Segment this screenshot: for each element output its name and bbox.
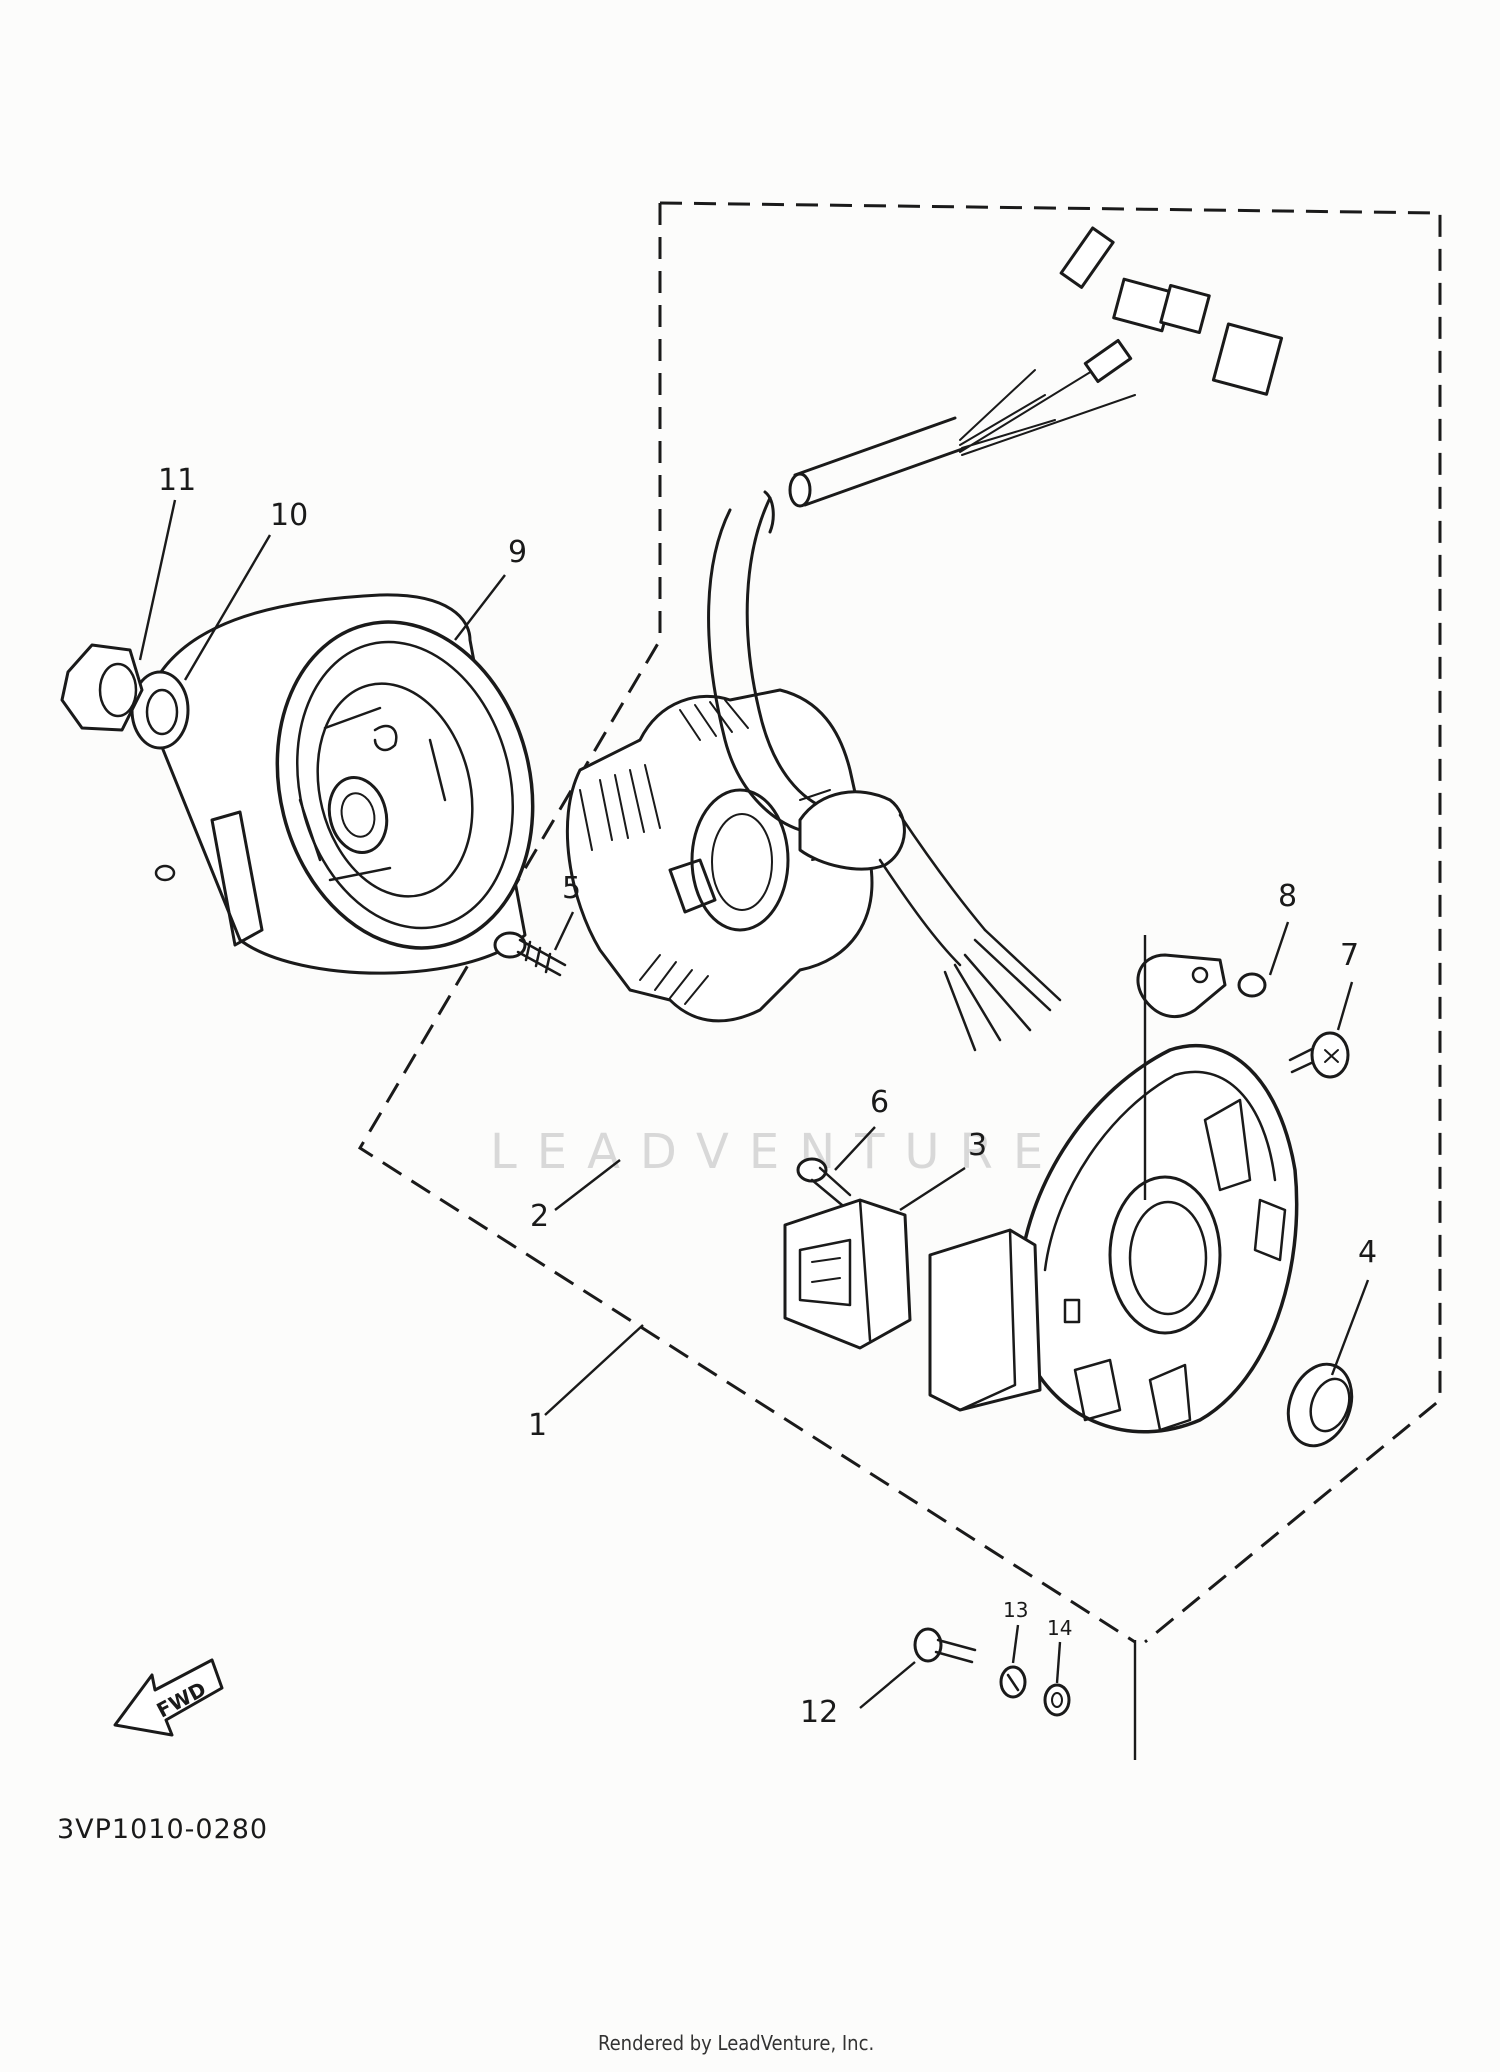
callout-3: 3 [968, 1128, 987, 1163]
wire-clamp [1136, 935, 1227, 1200]
screw-6 [796, 1157, 852, 1207]
callout-2: 2 [530, 1199, 549, 1234]
screw-7 [1288, 1031, 1350, 1079]
washer-8 [1237, 972, 1267, 998]
wire-harness [707, 226, 1284, 1052]
screw-12 [913, 1627, 977, 1664]
oil-seal [1286, 1362, 1354, 1448]
leader-lines [138, 499, 1370, 1709]
callout-14: 14 [1047, 1616, 1072, 1640]
callout-10: 10 [270, 498, 308, 533]
callout-13: 13 [1003, 1598, 1028, 1622]
callout-6: 6 [870, 1085, 889, 1120]
callout-11: 11 [158, 463, 196, 498]
callout-5: 5 [562, 871, 581, 906]
flywheel-rotor [143, 593, 535, 975]
pickup-coil [783, 1198, 912, 1350]
callout-4: 4 [1358, 1235, 1377, 1270]
callout-labels: 1 2 3 4 5 6 7 8 9 10 11 12 13 14 [158, 463, 1377, 1730]
lock-washer-13 [999, 1665, 1027, 1699]
watermark: LEADVENTURE [490, 1124, 1063, 1180]
render-credit: Rendered by LeadVenture, Inc. [598, 2031, 874, 2055]
callout-1: 1 [528, 1408, 547, 1443]
screw-5 [493, 931, 567, 977]
forward-direction-arrow: FWD [113, 1658, 224, 1737]
nut-11 [60, 643, 144, 732]
callout-12: 12 [800, 1695, 838, 1730]
callout-9: 9 [508, 535, 527, 570]
stator-coil [565, 688, 874, 1023]
figure-code: 3VP1010-0280 [57, 1814, 268, 1845]
stator-base-plate [1018, 1043, 1299, 1434]
callout-7: 7 [1340, 938, 1359, 973]
washer-14 [1043, 1683, 1071, 1717]
lighting-coil-block [928, 1228, 1042, 1412]
callout-8: 8 [1278, 879, 1297, 914]
